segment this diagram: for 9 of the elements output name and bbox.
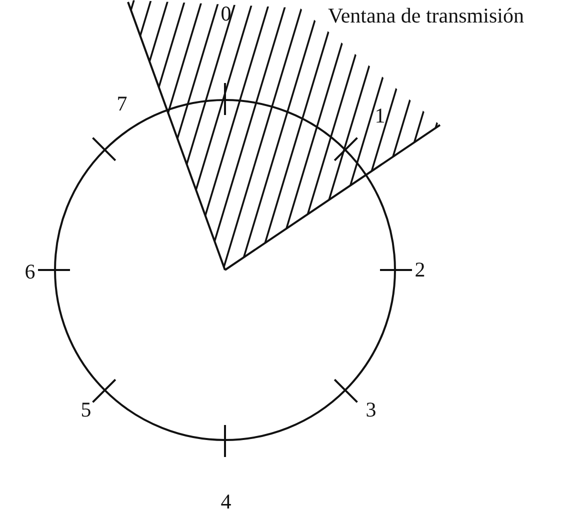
sequence-number: 7 bbox=[116, 92, 128, 116]
window-label: Ventana de transmisión bbox=[328, 4, 524, 28]
sequence-number: 2 bbox=[414, 258, 426, 282]
sequence-number: 1 bbox=[374, 104, 386, 128]
sequence-number: 5 bbox=[80, 398, 92, 422]
sequence-number: 4 bbox=[220, 490, 232, 514]
sequence-number: 3 bbox=[366, 398, 376, 422]
sequence-number: 0 bbox=[220, 2, 232, 26]
sequence-number: 6 bbox=[24, 260, 36, 284]
